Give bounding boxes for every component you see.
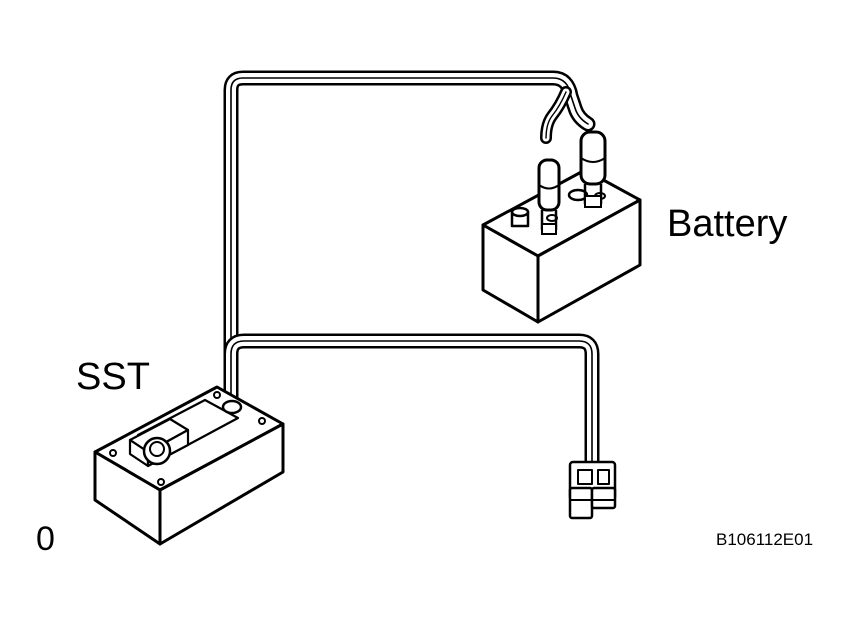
sst-box	[93, 385, 285, 546]
sst-label: SST	[76, 356, 150, 398]
upper-cable	[223, 70, 596, 413]
figure-code: B106112E01	[716, 530, 814, 549]
battery-label: Battery	[667, 203, 788, 245]
battery-clip-left	[537, 158, 561, 235]
lower-cable	[223, 333, 600, 470]
battery	[481, 168, 642, 324]
battery-clip-right	[579, 130, 607, 208]
corner-mark: 0	[36, 520, 55, 558]
cable-connector	[568, 460, 617, 520]
